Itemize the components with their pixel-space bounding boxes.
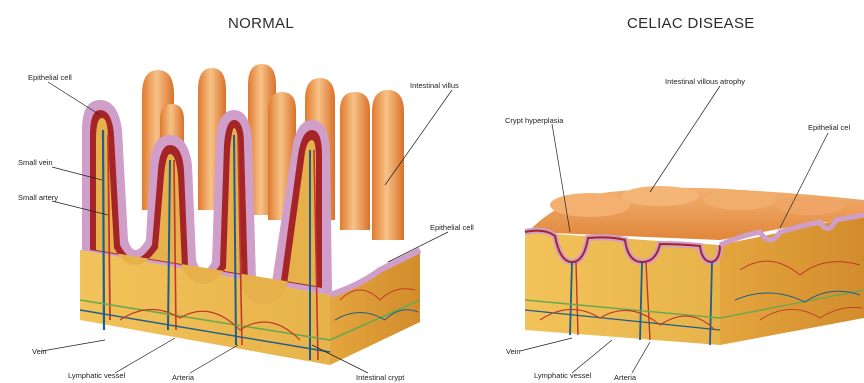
title-normal: NORMAL (228, 15, 294, 32)
label-epithelial-cell-celiac: Epithelial cel (808, 123, 850, 132)
normal-illustration (80, 64, 420, 365)
label-arteria-normal: Arteria (172, 373, 195, 382)
label-crypt-hyperplasia: Crypt hyperplasia (505, 116, 564, 125)
title-celiac: CELIAC DISEASE (627, 15, 755, 32)
label-intestinal-villus: Intestinal villus (410, 81, 459, 90)
label-lymphatic-vessel-normal: Lymphatic vessel (68, 371, 126, 380)
label-epithelial-cell-top: Epithelial cell (28, 73, 72, 82)
label-villous-atrophy: Intestinal villous atrophy (665, 77, 745, 86)
celiac-illustration (525, 186, 864, 345)
label-epithelial-cell-right: Epithelial cell (430, 223, 474, 232)
label-vein-celiac: Vein (506, 347, 521, 356)
label-lymphatic-vessel-celiac: Lymphatic vessel (534, 371, 592, 380)
label-vein-normal: Vein (32, 347, 47, 356)
label-small-vein: Small vein (18, 158, 53, 167)
label-small-artery: Small artery (18, 193, 58, 202)
label-arteria-celiac: Arteria (614, 373, 637, 382)
label-intestinal-crypt: Intestinal crypt (356, 373, 405, 382)
